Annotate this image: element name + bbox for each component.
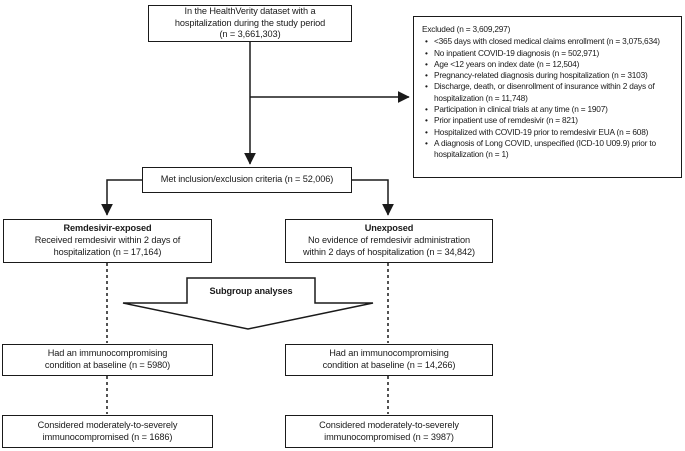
subgroup-analyses-label: Subgroup analyses [209,286,293,296]
excluded-item: Age <12 years on index date (n = 12,504) [424,59,676,71]
excluded-list: <365 days with closed medical claims enr… [422,36,676,160]
immunocompromising-left-box: Had an immunocompromising condition at b… [2,344,213,376]
excluded-item: A diagnosis of Long COVID, unspecified (… [424,138,676,161]
subgroup-down-arrow-shape [122,277,374,330]
unexposed-box: Unexposed No evidence of remdesivir admi… [285,219,493,263]
excluded-item: No inpatient COVID-19 diagnosis (n = 502… [424,48,676,60]
excluded-box: Excluded (n = 3,609,297) <365 days with … [413,16,682,178]
excluded-item: Discharge, death, or disenrollment of in… [424,81,676,104]
moderately-severely-left-box: Considered moderately-to-severely immuno… [2,415,213,448]
moderately-severely-left-text: Considered moderately-to-severely immuno… [37,419,178,442]
excluded-item: Prior inpatient use of remdesivir (n = 8… [424,115,676,127]
immunocompromising-right-box: Had an immunocompromising condition at b… [285,344,493,376]
unexposed-title: Unexposed [364,223,414,234]
unexposed-body: No evidence of remdesivir administration… [303,235,475,257]
remdesivir-exposed-title: Remdesivir-exposed [63,223,152,234]
remdesivir-exposed-body: Received remdesivir within 2 days of hos… [34,235,181,257]
immunocompromising-right-text: Had an immunocompromising condition at b… [322,348,456,370]
met-criteria-box: Met inclusion/exclusion criteria (n = 52… [142,167,352,193]
top-population-box: In the HealthVerity dataset with a hospi… [148,5,352,42]
excluded-item: Participation in clinical trials at any … [424,104,676,116]
top-population-text: In the HealthVerity dataset with a hospi… [174,5,326,40]
moderately-severely-right-text: Considered moderately-to-severely immuno… [319,419,459,442]
connector-met-to-unexposed [352,179,394,216]
met-criteria-text: Met inclusion/exclusion criteria (n = 52… [160,174,334,185]
excluded-item: Pregnancy-related diagnosis during hospi… [424,70,676,82]
excluded-item: <365 days with closed medical claims enr… [424,36,676,48]
connector-met-to-exposed [101,179,142,216]
moderately-severely-right-box: Considered moderately-to-severely immuno… [285,415,493,448]
excluded-title: Excluded (n = 3,609,297) [422,24,511,34]
remdesivir-exposed-box: Remdesivir-exposed Received remdesivir w… [3,219,212,263]
excluded-item: Hospitalized with COVID-19 prior to remd… [424,127,676,139]
immunocompromising-left-text: Had an immunocompromising condition at b… [44,348,171,370]
